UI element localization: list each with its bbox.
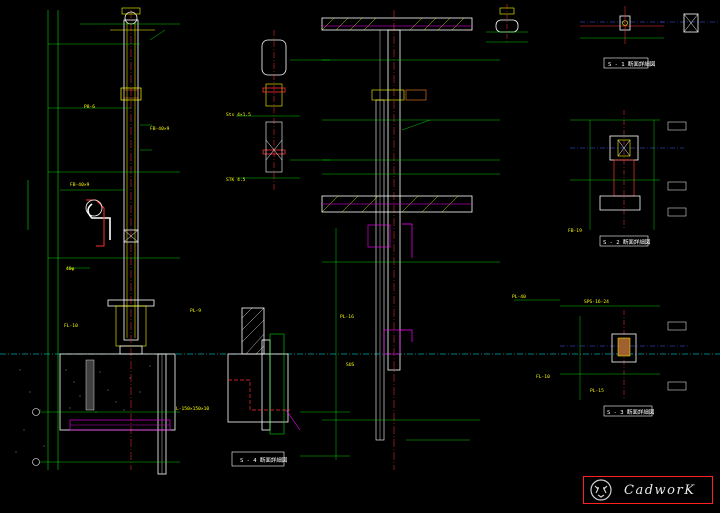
label-p5: PL-16	[340, 314, 354, 320]
label-p12: FB-19	[568, 228, 582, 234]
label-p16: SPS-16-24	[584, 299, 609, 305]
section-title-s3: S - 3 断面詳細図	[607, 408, 655, 416]
left-column-detail	[15, 7, 180, 475]
section-title-s4: S - 4 断面詳細図	[240, 456, 288, 464]
label-p2: FB-40×9	[70, 182, 90, 188]
middle-left-detail	[227, 30, 330, 467]
s1-section	[580, 6, 720, 69]
label-p4: FB-40×9	[150, 126, 170, 132]
section-title-s1: S - 1 断面詳細図	[608, 60, 656, 68]
cadwork-logo: CadworK	[583, 476, 713, 504]
label-p14: FL-10	[536, 374, 550, 380]
section-title-s2: S - 2 断面詳細図	[603, 238, 651, 246]
label-p7: FL-10	[64, 323, 78, 329]
label-p11: STK 4.5	[226, 177, 246, 183]
label-p1: P8-6	[84, 104, 95, 110]
label-p6: PL-9	[190, 308, 201, 314]
label-p13: PL-40	[512, 294, 526, 300]
label-p8: SUS	[346, 362, 355, 368]
label-p9: L-150×150×10	[176, 406, 209, 412]
tiger-mark-icon	[590, 479, 612, 501]
label-p15: PL-15	[590, 388, 604, 394]
center-section-detail	[300, 10, 500, 470]
brand-name: CadworK	[624, 482, 696, 498]
label-p10: Sts 4×1.5	[226, 112, 251, 118]
s3-section	[514, 299, 690, 417]
top-middle-detail	[486, 4, 528, 44]
label-p3: 40φ	[66, 266, 75, 272]
s2-section	[570, 110, 687, 247]
